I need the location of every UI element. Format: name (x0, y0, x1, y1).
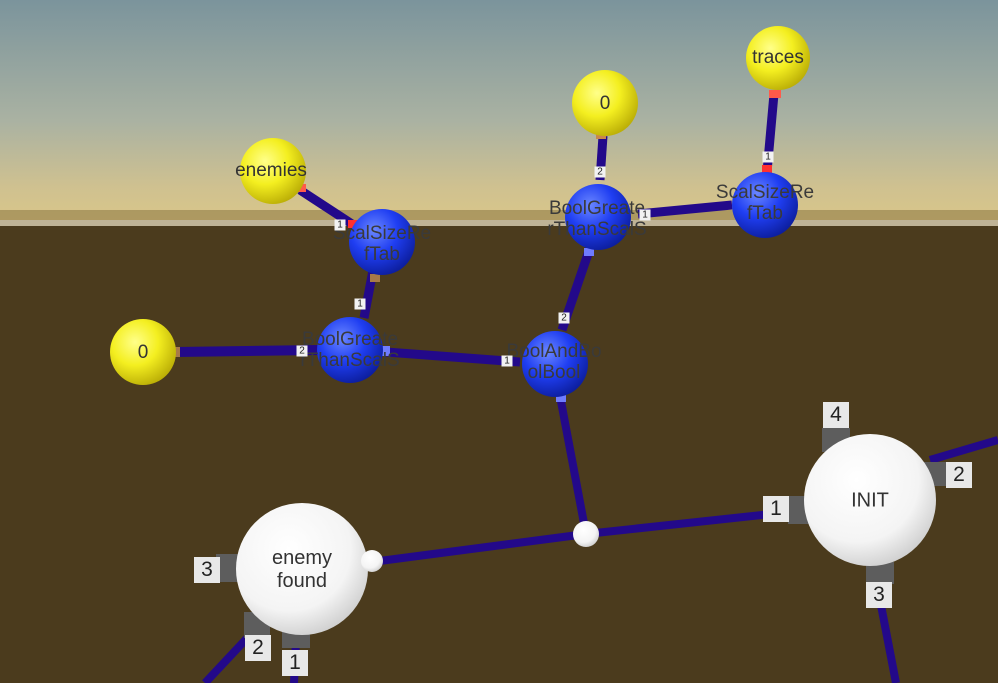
init-port-4[interactable]: 4 (823, 402, 849, 428)
link-port-boolgt-left-and: 1 (501, 355, 513, 367)
link-port-scal-boolgt-left: 1 (354, 298, 366, 310)
state-node-init[interactable] (804, 434, 936, 566)
link-port-zero-boolgt-top: 2 (594, 166, 606, 178)
edge-boolgt-left-and (385, 347, 521, 367)
port-connector (556, 394, 566, 402)
edge-junction-enemy-found (371, 530, 587, 566)
enemy-found-port-3[interactable]: 3 (194, 557, 220, 583)
port-connector (382, 346, 390, 356)
op-node-bool-greater-left[interactable] (317, 317, 383, 383)
link-port-scal-boolgt-top: 1 (639, 209, 651, 221)
enemy-found-port-2[interactable]: 2 (245, 635, 271, 661)
init-port-stub-3 (866, 562, 894, 584)
port-connector (370, 274, 380, 282)
edge-scal-boolgt-top (637, 200, 733, 219)
port-connector (769, 90, 781, 98)
init-port-1[interactable]: 1 (763, 496, 789, 522)
port-connector (584, 248, 594, 256)
state-label-init: INIT (851, 489, 889, 512)
enemy-found-port-1[interactable]: 1 (282, 650, 308, 676)
value-node-zero-left[interactable] (110, 319, 176, 385)
sky-background (0, 0, 998, 220)
port-connector (348, 220, 358, 228)
value-label-zero-left: 0 (137, 342, 149, 363)
init-port-2[interactable]: 2 (946, 462, 972, 488)
op-node-scal-size-left[interactable] (349, 209, 415, 275)
op-node-bool-greater-top[interactable] (565, 184, 631, 250)
edge-enemy-found-out-left (202, 632, 253, 683)
value-node-enemies[interactable] (240, 138, 306, 204)
edge-enemies-scal (297, 186, 355, 228)
value-node-traces[interactable] (746, 26, 810, 90)
enemy-found-input-knob[interactable] (361, 550, 383, 572)
value-node-zero-top[interactable] (572, 70, 638, 136)
value-label-zero-top: 0 (599, 93, 611, 114)
edge-init-out-right (928, 436, 998, 464)
value-label-traces: traces (752, 47, 804, 68)
op-node-scal-size-right[interactable] (732, 172, 798, 238)
state-node-enemy-found[interactable] (236, 503, 368, 635)
value-label-enemies: enemies (235, 160, 307, 181)
link-port-boolgt-top-and: 2 (558, 312, 570, 324)
edge-junction-node[interactable] (573, 521, 599, 547)
link-port-enemies-scal: 1 (334, 219, 346, 231)
link-port-zero-boolgt-left: 2 (296, 345, 308, 357)
op-node-bool-and[interactable] (522, 331, 588, 397)
edge-init-out-bottom (876, 599, 900, 683)
edge-zero-boolgt-left (175, 345, 319, 357)
link-port-traces-scal: 1 (762, 151, 774, 163)
state-label-enemy-found: enemy found (271, 547, 333, 592)
edge-scal-boolgt-left (359, 264, 379, 319)
init-port-3[interactable]: 3 (866, 582, 892, 608)
edge-and-junction (556, 395, 590, 535)
port-connector (762, 165, 772, 173)
